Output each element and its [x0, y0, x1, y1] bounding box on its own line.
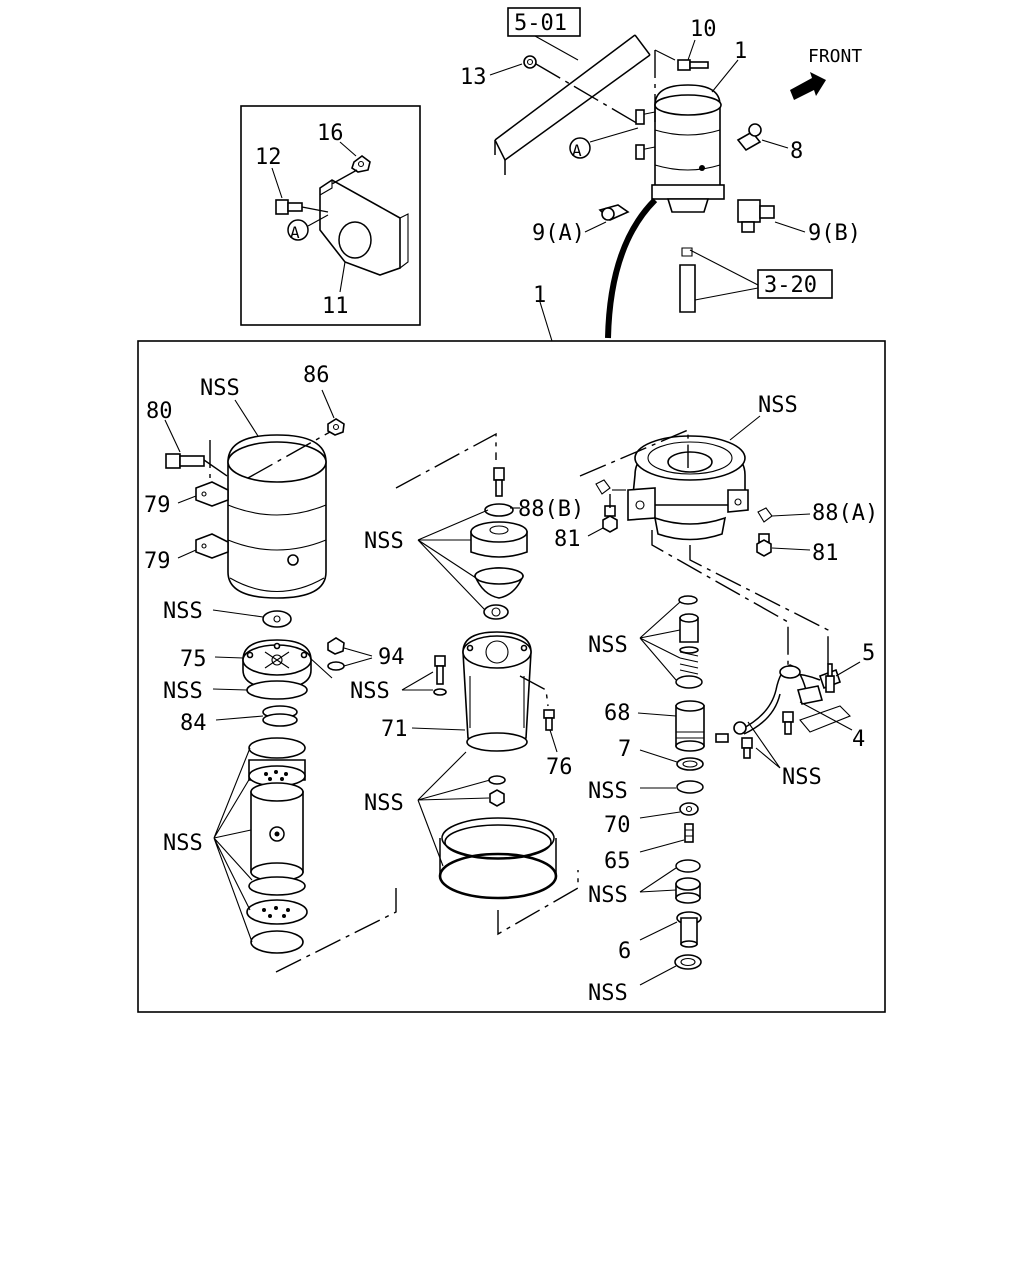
label-76: 76: [546, 755, 573, 780]
bracket-79-lower: [195, 533, 229, 559]
label-nss-seat-set: NSS: [588, 883, 628, 908]
label-1-main: 1: [533, 283, 546, 308]
nut-13: [523, 55, 537, 69]
fitting-9a: [598, 204, 630, 221]
ring-7: [676, 757, 704, 771]
label-10: 10: [690, 17, 717, 42]
plug-6: [676, 911, 702, 948]
canister: [227, 434, 327, 599]
nut-16: [351, 155, 371, 173]
frame-rail: [494, 34, 651, 175]
spring-set-nss: [675, 595, 703, 689]
bottom-seal-nss: [674, 954, 702, 970]
label-9b: 9(B): [808, 221, 861, 246]
pipe-section: [679, 247, 696, 313]
label-12: 12: [255, 145, 282, 170]
label-6: 6: [618, 939, 631, 964]
bracket-79-upper: [195, 481, 229, 507]
label-nss-spring-set: NSS: [588, 633, 628, 658]
label-9a: 9(A): [532, 221, 585, 246]
svg-text:A: A: [290, 223, 300, 242]
ref-pipe-label: 3-20: [764, 273, 817, 298]
label-94: 94: [378, 645, 405, 670]
gasket-nss: [262, 610, 292, 628]
label-8: 8: [790, 139, 803, 164]
clip-88b: [595, 479, 611, 495]
label-81-left: 81: [554, 527, 581, 552]
label-79-upper: 79: [144, 493, 171, 518]
piston-68: [675, 700, 705, 752]
label-11: 11: [322, 294, 349, 319]
desiccant-cartridge: [246, 737, 308, 954]
label-nss-valve-set: NSS: [364, 529, 404, 554]
ref-box-frame[interactable]: [507, 7, 581, 37]
oring-nss: [246, 680, 308, 700]
label-1-top: 1: [734, 39, 747, 64]
label-nss-heater: NSS: [782, 765, 822, 790]
label-81-right: 81: [812, 541, 839, 566]
sensor-5: [825, 663, 835, 693]
washer-70: [679, 802, 699, 816]
bolt-10: [677, 59, 709, 71]
band-set-nss: [438, 775, 558, 900]
seat-set-nss: [675, 859, 701, 904]
nut-94: [327, 637, 345, 671]
air-dryer-top: [635, 84, 725, 213]
bolt-12: [275, 199, 303, 215]
valve-set-nss: [470, 467, 528, 620]
callout-a-top: A: [569, 137, 591, 160]
front-arrow-icon: [790, 72, 826, 100]
ref-box-pipe[interactable]: [757, 269, 833, 299]
label-nss-bolt-washer: NSS: [350, 679, 390, 704]
label-7: 7: [618, 737, 631, 762]
bracket-11: [319, 179, 409, 276]
label-13: 13: [460, 65, 487, 90]
label-70: 70: [604, 813, 631, 838]
seal-84: [262, 705, 298, 727]
bolt-80: [165, 453, 205, 469]
label-nss-oring: NSS: [163, 679, 203, 704]
valve-body-housing: [627, 435, 749, 541]
label-nss-cartridge: NSS: [163, 831, 203, 856]
label-16: 16: [317, 121, 344, 146]
bolt-81-left: [602, 505, 618, 533]
label-88a: 88(A): [812, 501, 878, 526]
label-nss-body: NSS: [758, 393, 798, 418]
nut-86: [327, 418, 345, 436]
seal-nss: [676, 780, 704, 794]
bracket-detail-box: [240, 105, 421, 326]
screw-65: [684, 823, 694, 843]
label-86: 86: [303, 363, 330, 388]
cover-75: [242, 639, 312, 689]
label-75: 75: [180, 647, 207, 672]
label-nss-canister: NSS: [200, 376, 240, 401]
valve-body-71: [462, 631, 532, 752]
label-nss-gasket: NSS: [163, 599, 203, 624]
label-nss-seal: NSS: [588, 779, 628, 804]
label-71: 71: [381, 717, 408, 742]
clip-88a: [757, 507, 773, 523]
svg-text:A: A: [572, 141, 582, 160]
front-label: FRONT: [808, 46, 862, 67]
exploded-view-box: [137, 340, 886, 1013]
heater-harness: [715, 664, 851, 759]
bolt-washer-nss: [433, 655, 447, 696]
label-65: 65: [604, 849, 631, 874]
label-nss-bottom: NSS: [588, 981, 628, 1006]
fitting-9b: [737, 199, 775, 233]
ref-frame-label: 5-01: [514, 11, 567, 36]
label-5: 5: [862, 641, 875, 666]
label-nss-band-set: NSS: [364, 791, 404, 816]
label-79-lower: 79: [144, 549, 171, 574]
label-84: 84: [180, 711, 207, 736]
screw-76: [543, 709, 555, 731]
label-68: 68: [604, 701, 631, 726]
callout-a-detail: A: [287, 219, 309, 242]
label-80: 80: [146, 399, 173, 424]
fitting-8: [736, 123, 762, 152]
label-88b: 88(B): [518, 497, 584, 522]
bolt-81-right: [756, 533, 772, 557]
label-4: 4: [852, 727, 865, 752]
